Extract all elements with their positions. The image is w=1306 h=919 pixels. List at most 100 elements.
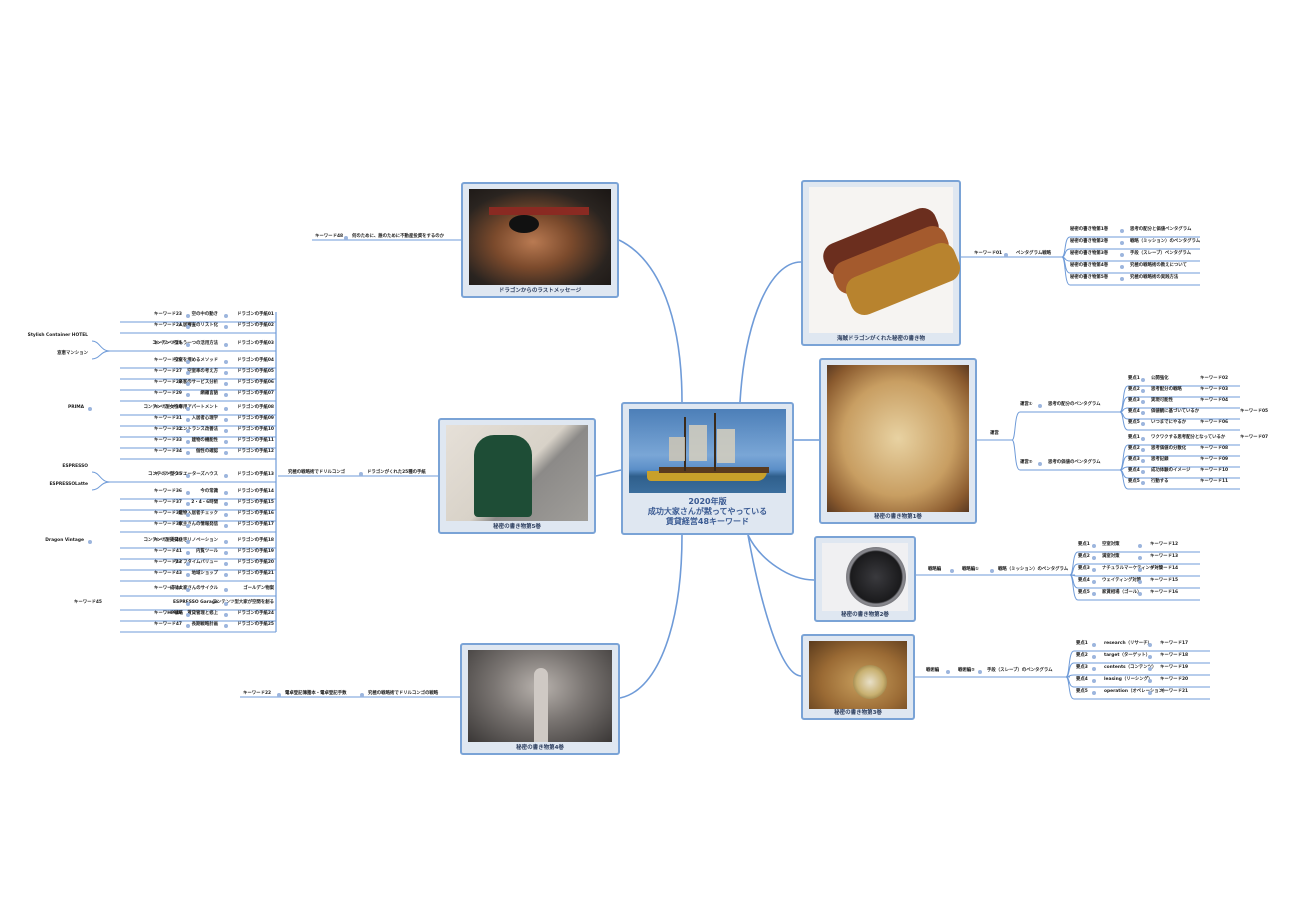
letter-label[interactable]: ドラゴンの手紙12 xyxy=(237,449,274,454)
topic-label[interactable]: コンテンツ型賃貸住宅リノベーション xyxy=(143,538,218,543)
topic-label[interactable]: 長期戦略計画 xyxy=(191,622,218,627)
point-label[interactable]: 要点5 xyxy=(1128,420,1140,425)
topic-label[interactable]: 究極の戦略術の実践方法 xyxy=(1130,275,1179,280)
point-label[interactable]: 要点3 xyxy=(1128,457,1140,462)
topic-label[interactable]: 建物の機能性 xyxy=(191,438,218,443)
keyword-label[interactable]: キーワード41 xyxy=(153,549,182,554)
node-book5[interactable]: 秘密の書き物第5巻 xyxy=(438,418,596,534)
keyword-label[interactable]: キーワード21 xyxy=(1160,689,1189,694)
topic-label[interactable]: 成功体験のイメージ xyxy=(1151,468,1191,473)
book-label[interactable]: 秘密の書き物第2巻 xyxy=(1070,239,1109,244)
letter-label[interactable]: ドラゴンの手紙01 xyxy=(237,312,274,317)
point-label[interactable]: 要点1 xyxy=(1078,542,1090,547)
letter-label[interactable]: ドラゴンの手紙02 xyxy=(237,323,274,328)
keyword-label[interactable]: キーワード12 xyxy=(1150,542,1179,547)
topic-label[interactable]: target（ターゲット） xyxy=(1104,653,1151,658)
topic-label[interactable]: 建物入居者チェック xyxy=(178,511,218,516)
topic-label[interactable]: 行動する xyxy=(1151,479,1169,484)
topic-label[interactable]: ペンタグラム戦略 xyxy=(1016,251,1051,256)
keyword-label[interactable]: キーワード42 xyxy=(153,560,182,565)
point-label[interactable]: 要点3 xyxy=(1078,566,1090,571)
keyword-label[interactable]: キーワード44 xyxy=(153,586,182,591)
topic-label[interactable]: 思考記録 xyxy=(1151,457,1169,462)
keyword-label[interactable]: キーワード02 xyxy=(1200,376,1229,381)
topic-label[interactable]: 成功大家さんのサイクル xyxy=(169,586,218,591)
extra-label[interactable]: PRIMA xyxy=(68,405,84,410)
book-label[interactable]: 秘密の書き物第5巻 xyxy=(1070,275,1109,280)
point-label[interactable]: 要点1 xyxy=(1128,435,1140,440)
keyword-label[interactable]: キーワード36 xyxy=(153,489,182,494)
keyword-label[interactable]: キーワード28 xyxy=(153,380,182,385)
book-label[interactable]: 秘密の書き物第1巻 xyxy=(1070,227,1109,232)
keyword-label[interactable]: キーワード33 xyxy=(153,438,182,443)
topic-label[interactable]: 空の中の動き xyxy=(191,312,218,317)
topic-label[interactable]: leasing（リーシング） xyxy=(1104,677,1153,682)
topic-label[interactable]: 公開強化 xyxy=(1151,376,1169,381)
keyword-label[interactable]: キーワード22 xyxy=(243,691,272,696)
keyword-label[interactable]: キーワード25 xyxy=(153,341,182,346)
letter-label[interactable]: ドラゴンの手紙09 xyxy=(237,416,274,421)
topic-label[interactable]: 家賃相場（ゴール） xyxy=(1102,590,1142,595)
keyword-label[interactable]: キーワード29 xyxy=(153,391,182,396)
point-label[interactable]: 要点5 xyxy=(1076,689,1088,694)
letter-label[interactable]: ドラゴンの手紙11 xyxy=(237,438,274,443)
topic-label[interactable]: コンテンツ型クリエーターズハウス xyxy=(147,472,218,477)
letter-label[interactable]: ドラゴンの手紙05 xyxy=(237,369,274,374)
topic-label[interactable]: 思考の配分と価値ペンタグラム xyxy=(1130,227,1192,232)
keyword-label[interactable]: キーワード04 xyxy=(1200,398,1229,403)
topic-label[interactable]: 思考の価値のペンタグラム xyxy=(1048,460,1101,465)
keyword-label[interactable]: キーワード46 xyxy=(153,611,182,616)
keyword-label[interactable]: キーワード08 xyxy=(1200,446,1229,451)
topic-label[interactable]: 入居者心理学 xyxy=(191,416,218,421)
letter-label[interactable]: ドラゴンの手紙19 xyxy=(237,549,274,554)
topic-label[interactable]: 手段（スレーブ）のペンタグラム xyxy=(987,668,1053,673)
keyword-label[interactable]: キーワード35 xyxy=(153,472,182,477)
topic-label[interactable]: ライフタイムバリュー xyxy=(174,560,218,565)
node-book3[interactable]: 秘密の書き物第3巻 xyxy=(801,634,915,720)
letter-label[interactable]: ドラゴンの手紙21 xyxy=(237,571,274,576)
keyword-label[interactable]: キーワード40 xyxy=(153,538,182,543)
point-label[interactable]: 要点2 xyxy=(1076,653,1088,658)
point-label[interactable]: 要点4 xyxy=(1076,677,1088,682)
topic-label[interactable]: 究極の戦略術でドリルコンゴ xyxy=(288,470,345,475)
letter-label[interactable]: ドラゴンの手紙16 xyxy=(237,511,274,516)
topic-label[interactable]: 究極の戦略術の教えについて xyxy=(1130,263,1187,268)
keyword-label[interactable]: キーワード15 xyxy=(1150,578,1179,583)
topic-label[interactable]: 手段（スレーブ）ペンタグラム xyxy=(1130,251,1192,256)
point-label[interactable]: 要点4 xyxy=(1128,409,1140,414)
letter-label[interactable]: ドラゴンの手紙06 xyxy=(237,380,274,385)
keyword-label[interactable]: キーワード01 xyxy=(974,251,1003,256)
keyword-label[interactable]: キーワード30 xyxy=(153,405,182,410)
topic-label[interactable]: 今の常識 xyxy=(200,489,218,494)
point-label[interactable]: 要点4 xyxy=(1078,578,1090,583)
keyword-label[interactable]: キーワード27 xyxy=(153,369,182,374)
node-last-message[interactable]: ドラゴンからのラストメッセージ xyxy=(461,182,619,298)
point-label[interactable]: 要点1 xyxy=(1128,376,1140,381)
letter-label[interactable]: ドラゴンの手紙03 xyxy=(237,341,274,346)
keyword-label[interactable]: キーワード48 xyxy=(315,234,344,239)
keyword-label[interactable]: キーワード19 xyxy=(1160,665,1189,670)
topic-label[interactable]: 思考価値の分散化 xyxy=(1151,446,1187,451)
keyword-label[interactable]: キーワード20 xyxy=(1160,677,1189,682)
keyword-label[interactable]: キーワード18 xyxy=(1160,653,1189,658)
point-label[interactable]: 要点4 xyxy=(1128,468,1140,473)
point-label[interactable]: 要点2 xyxy=(1128,387,1140,392)
keyword-label[interactable]: キーワード06 xyxy=(1200,420,1229,425)
keyword-label[interactable]: キーワード16 xyxy=(1150,590,1179,595)
topic-label[interactable]: ナチュラルマーケティング対策 xyxy=(1102,566,1164,571)
keyword-label[interactable]: キーワード11 xyxy=(1200,479,1229,484)
topic-label[interactable]: 家主さんの情報発信 xyxy=(178,522,218,527)
topic-label[interactable]: 空室対策 xyxy=(1102,542,1120,547)
keyword-label[interactable]: キーワード26 xyxy=(153,358,182,363)
topic-label[interactable]: 入居審査のリスト化 xyxy=(178,323,218,328)
extra-label[interactable]: Dragon Vintage xyxy=(45,538,84,543)
keyword-label[interactable]: キーワード39 xyxy=(153,522,182,527)
topic-label[interactable]: contents（コンテンツ） xyxy=(1104,665,1157,670)
letter-label[interactable]: ドラゴンの手紙18 xyxy=(237,538,274,543)
topic-label[interactable]: ウェイティング対策 xyxy=(1102,578,1142,583)
keyword-label[interactable]: キーワード17 xyxy=(1160,641,1189,646)
topic-label[interactable]: 思考配分の戦略 xyxy=(1151,387,1182,392)
topic-label[interactable]: ESPRESSO Garage xyxy=(173,600,218,605)
topic-label[interactable]: 地域ショップ xyxy=(191,571,218,576)
topic-label[interactable]: ドラゴンがくれた25種の手紙 xyxy=(367,470,426,475)
